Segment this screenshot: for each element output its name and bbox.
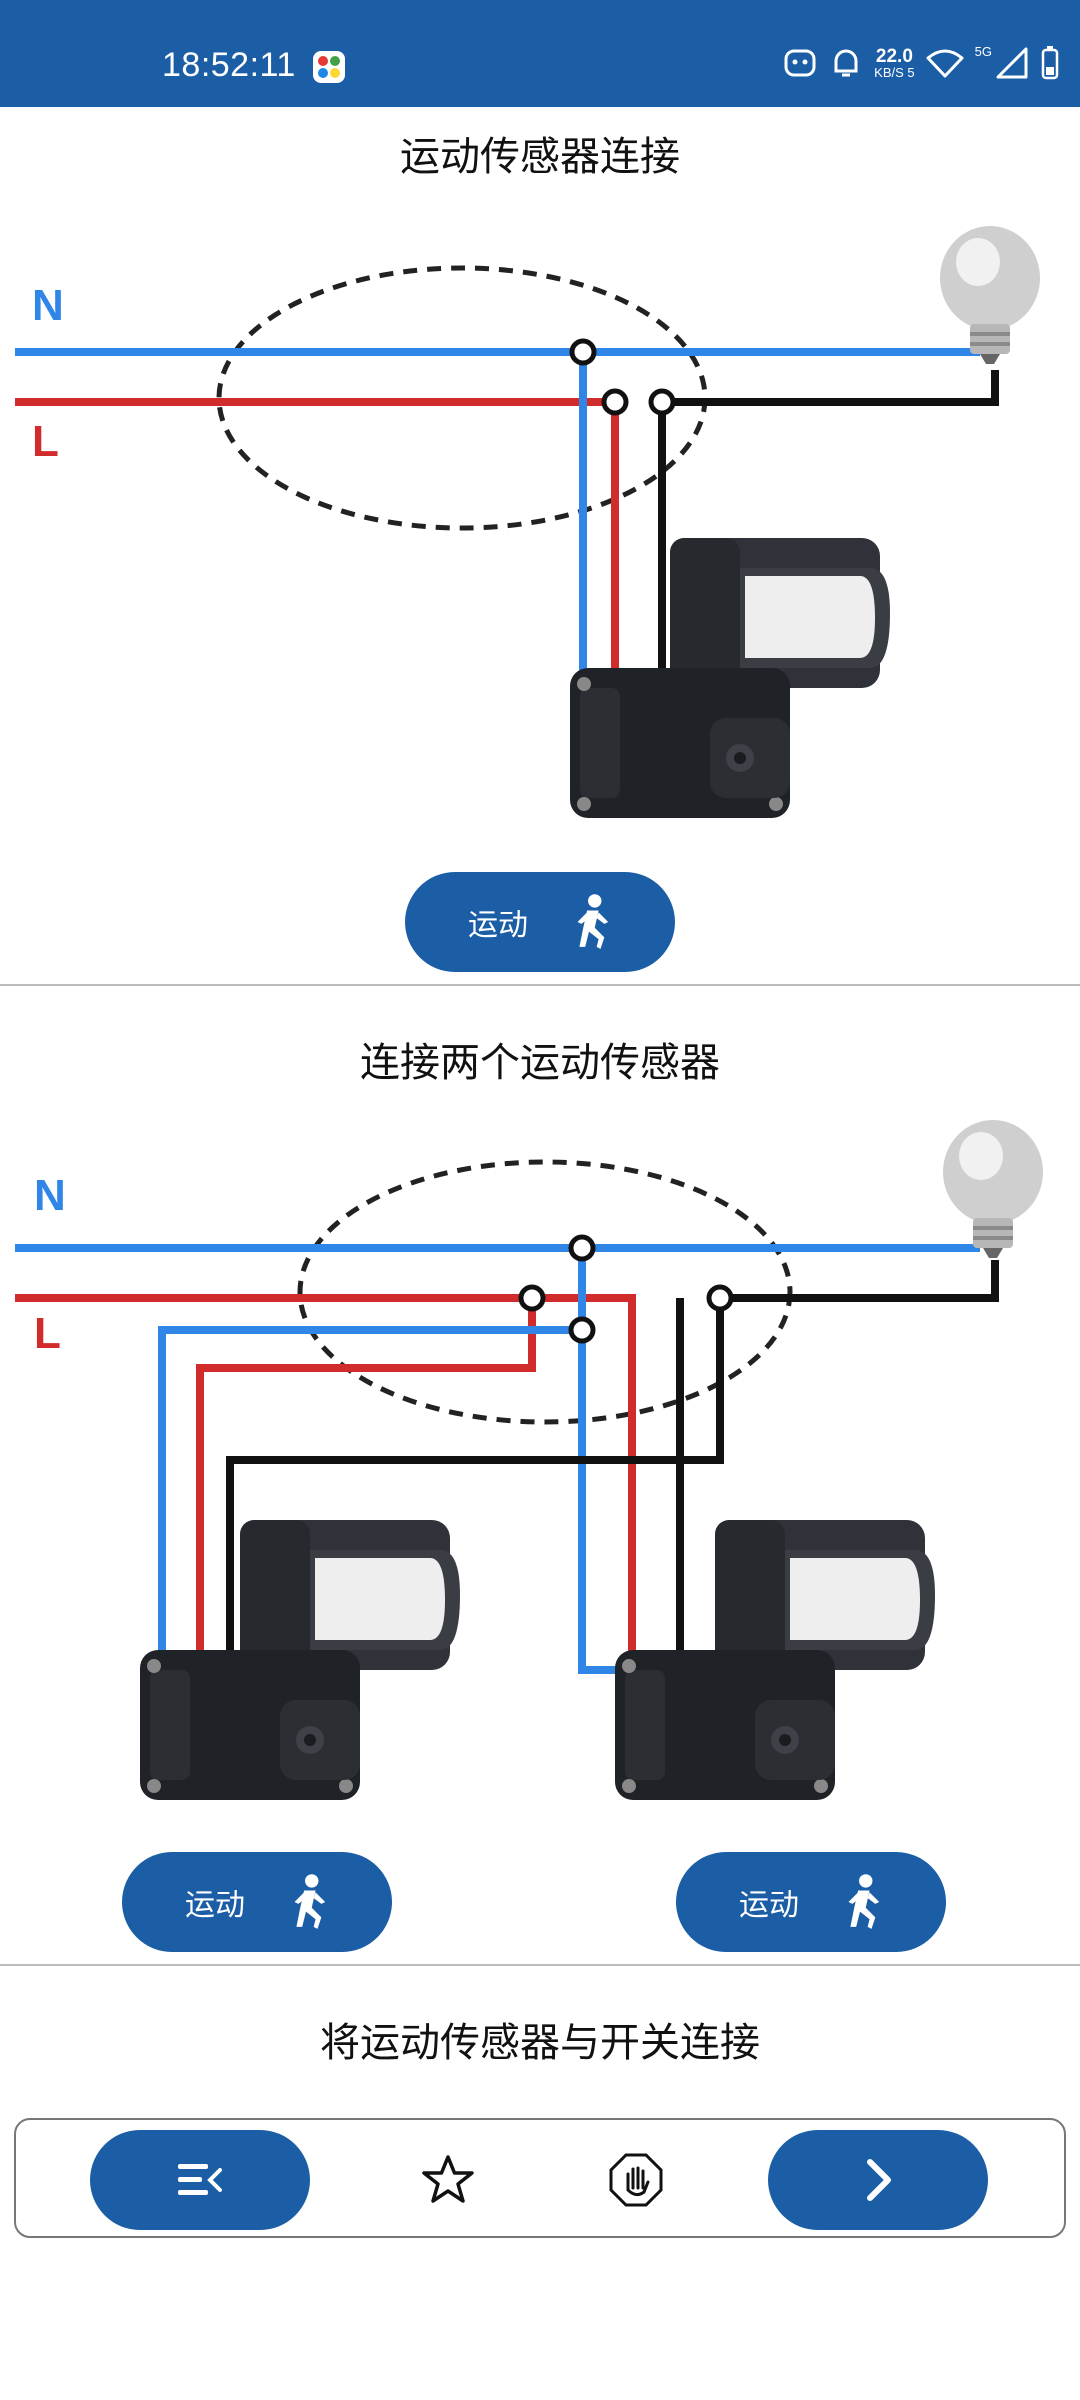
battery-icon <box>1041 46 1059 80</box>
bottom-navigation-bar <box>14 2118 1066 2238</box>
section-2-title: 连接两个运动传感器 <box>360 1040 720 1086</box>
app-launcher-icon <box>313 51 345 83</box>
section-divider <box>0 1964 1080 1966</box>
neutral-wire-label: N <box>34 1171 66 1220</box>
neutral-wire-label: N <box>32 281 64 330</box>
motion-button[interactable]: 运动 <box>405 872 675 972</box>
menu-button[interactable] <box>90 2130 310 2230</box>
live-wire-label: L <box>34 1309 61 1358</box>
running-person-icon <box>577 894 609 949</box>
live-wire-label: L <box>32 417 59 466</box>
motion-button-label: 运动 <box>468 909 528 942</box>
light-bulb-icon <box>940 226 1040 364</box>
stop-hand-icon <box>609 2153 663 2207</box>
motion-button-left[interactable]: 运动 <box>122 1852 392 1952</box>
running-person-icon <box>294 1874 326 1929</box>
section-divider <box>0 984 1080 986</box>
next-button[interactable] <box>768 2130 988 2230</box>
section-1-title: 运动传感器连接 <box>400 134 680 180</box>
light-bulb-icon <box>943 1120 1043 1258</box>
motion-sensor-image-right <box>615 1520 935 1800</box>
motion-sensor-image-left <box>140 1520 460 1800</box>
motion-button-right[interactable]: 运动 <box>676 1852 946 1952</box>
status-bar: 18:52:11 22.0 KB/S 5 5G <box>0 0 1080 107</box>
network-speed: 22.0 KB/S 5 <box>874 46 915 80</box>
section-3-title: 将运动传感器与开关连接 <box>320 2020 760 2066</box>
motion-button-label: 运动 <box>185 1889 245 1922</box>
chevron-right-icon <box>867 2159 891 2201</box>
status-icons: 22.0 KB/S 5 5G <box>782 42 1060 84</box>
signal-icon <box>996 47 1028 79</box>
running-person-icon <box>848 1874 880 1929</box>
star-icon <box>422 2155 474 2203</box>
two-sensor-wiring-diagram: N L <box>15 1120 1043 1800</box>
stop-button[interactable] <box>608 2152 664 2208</box>
single-sensor-wiring-diagram: N L <box>15 226 1040 818</box>
motion-button-label: 运动 <box>739 1889 799 1922</box>
network-type: 5G <box>974 43 992 59</box>
wifi-icon <box>926 49 964 78</box>
alarm-icon <box>834 49 858 77</box>
hidden-apps-icon <box>784 49 816 77</box>
menu-collapse-icon <box>178 2164 222 2195</box>
favorite-button[interactable] <box>420 2152 476 2208</box>
status-time: 18:52:11 <box>162 46 296 84</box>
